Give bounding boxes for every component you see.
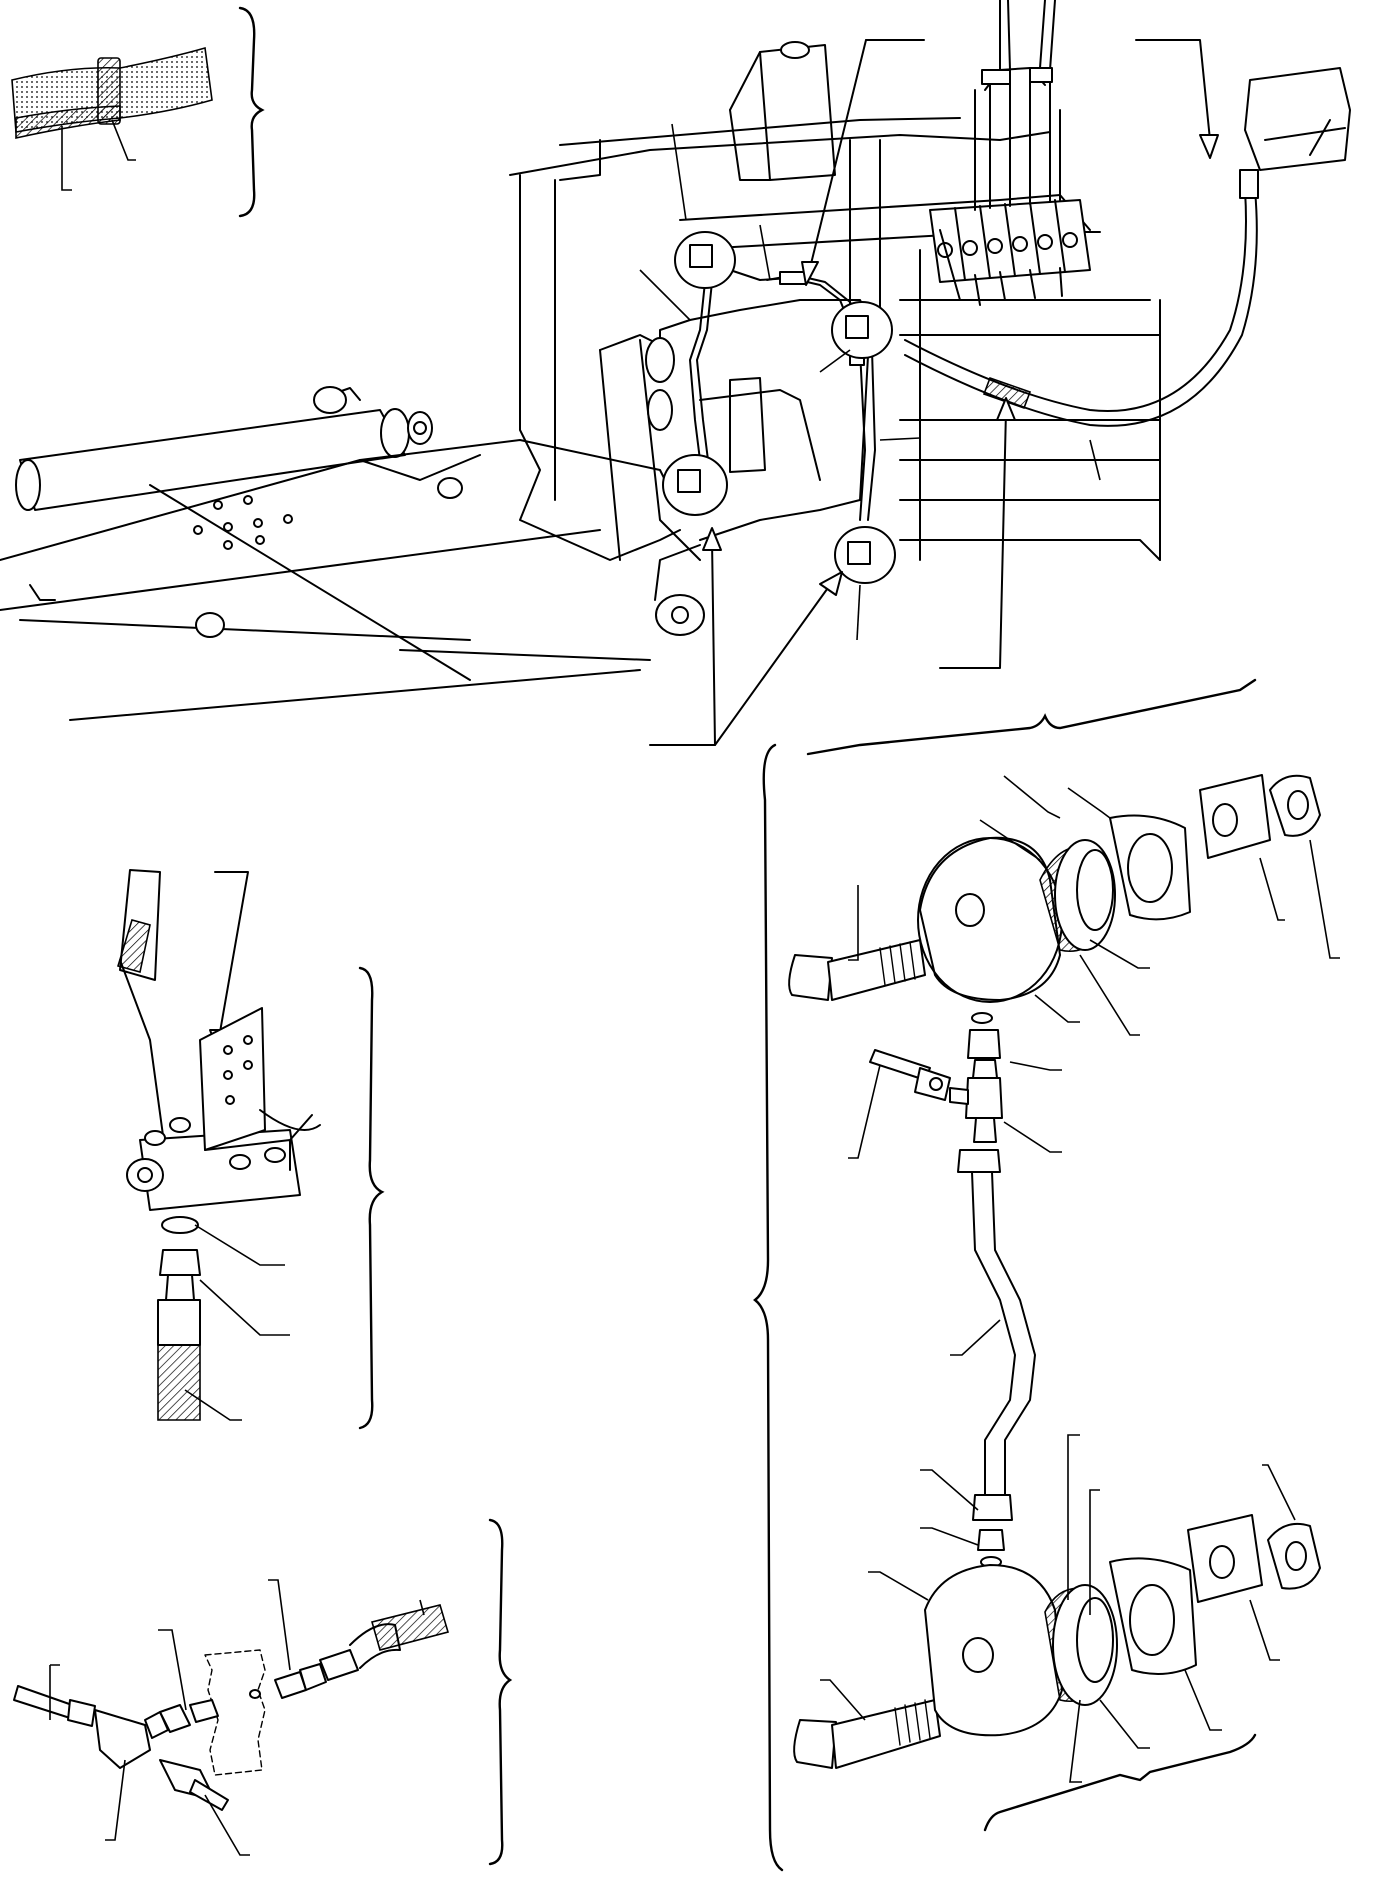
brake-unit-top-left xyxy=(674,231,736,289)
lower-union-fitting xyxy=(972,1494,1013,1568)
lower-brake-housing xyxy=(924,1564,1063,1737)
pivot-exploded-view xyxy=(753,678,1340,1872)
hex-nut xyxy=(159,1249,201,1276)
brake-unit-top-right xyxy=(831,301,893,359)
washer xyxy=(161,1216,199,1234)
hose-sleeve-view xyxy=(11,6,265,218)
control-lever-view xyxy=(116,869,385,1430)
brake-unit-bottom-left xyxy=(662,454,728,516)
upper-brake-housing xyxy=(919,836,1061,1001)
pipe-connection-view xyxy=(13,1518,513,1866)
control-valve-bank xyxy=(929,0,1091,306)
tee-fitting xyxy=(94,1709,151,1769)
flex-hose xyxy=(904,169,1259,427)
upper-tee-fitting xyxy=(869,1012,1003,1173)
loader-frame-view xyxy=(0,0,1351,746)
hose-clamp xyxy=(97,57,121,125)
lower-bolt xyxy=(793,1699,941,1769)
hose xyxy=(157,1344,201,1421)
brake-unit-bottom-right xyxy=(834,526,896,584)
upper-bolt xyxy=(788,939,926,1001)
